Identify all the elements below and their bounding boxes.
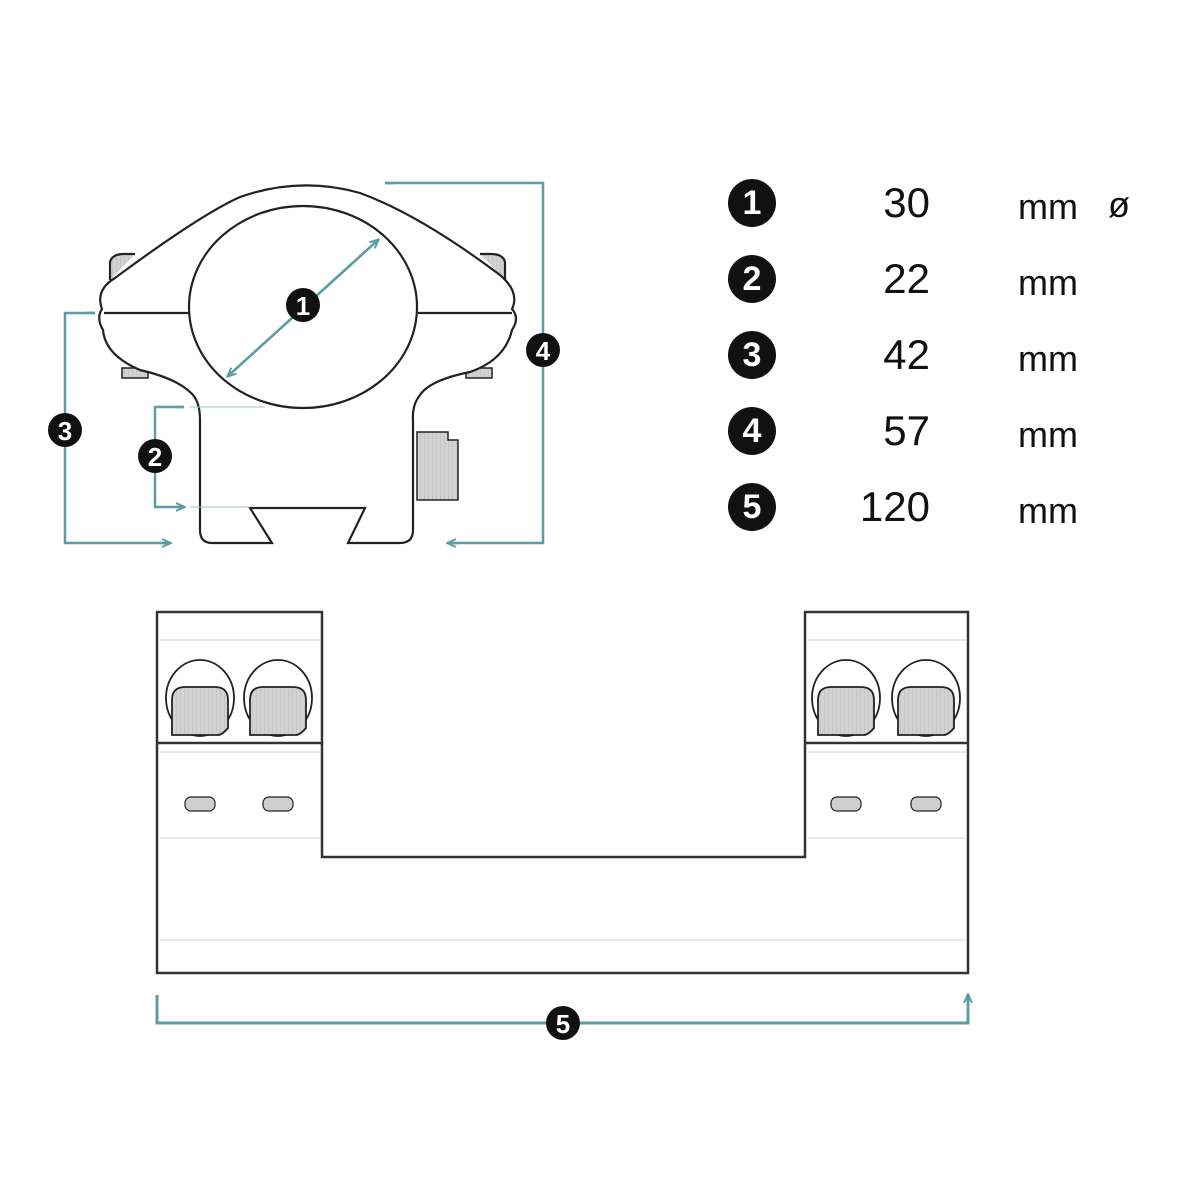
callout-3: 3: [48, 413, 82, 447]
callout-2: 2: [138, 439, 172, 473]
clamp-knob: [416, 431, 459, 501]
legend-row-2: 2 22 mm: [720, 249, 1160, 309]
cross-bolt-slot: [910, 796, 942, 812]
legend-row-1: 1 30 mm ø: [720, 173, 1160, 233]
legend-badge: 1: [728, 179, 776, 227]
knurled-screw-head: [897, 686, 955, 736]
ring-top-clamp-screw: [108, 252, 135, 280]
diameter-symbol: ø: [1108, 184, 1130, 225]
cross-bolt-slot: [262, 796, 294, 812]
callout-1: 1: [286, 288, 320, 322]
legend-unit: mm: [1018, 490, 1078, 531]
legend-unit: mm: [1018, 414, 1078, 455]
legend-unit: mm: [1018, 186, 1078, 227]
knurled-screw-head: [817, 686, 875, 736]
callout-5: 5: [546, 1006, 580, 1040]
legend-badge: 3: [728, 331, 776, 379]
svg-text:3: 3: [58, 416, 72, 446]
knurled-screw-head: [249, 686, 307, 736]
side-view: [155, 610, 970, 975]
legend-badge: 5: [728, 483, 776, 531]
svg-text:1: 1: [296, 291, 310, 321]
cross-bolt-slot: [184, 796, 216, 812]
legend-badge: 2: [728, 255, 776, 303]
mount-base-outline: [155, 610, 970, 975]
legend-value: 57: [883, 407, 930, 454]
cross-bolt-slot: [830, 796, 862, 812]
svg-text:2: 2: [148, 442, 162, 472]
legend-value: 120: [859, 483, 930, 530]
legend-value: 42: [883, 331, 930, 378]
svg-text:4: 4: [536, 336, 551, 366]
legend-value: 30: [883, 179, 930, 226]
legend-value: 22: [883, 255, 930, 302]
legend-badge: 4: [728, 407, 776, 455]
svg-text:5: 5: [556, 1009, 570, 1039]
legend-row-3: 3 42 mm: [720, 325, 1160, 385]
front-view: [98, 184, 518, 545]
legend-unit: mm: [1018, 338, 1078, 379]
legend-row-4: 4 57 mm: [720, 401, 1160, 461]
knurled-screw-head: [171, 686, 229, 736]
callout-4: 4: [526, 333, 560, 367]
legend-row-5: 5 120 mm: [720, 477, 1160, 537]
legend-unit: mm: [1018, 262, 1078, 303]
